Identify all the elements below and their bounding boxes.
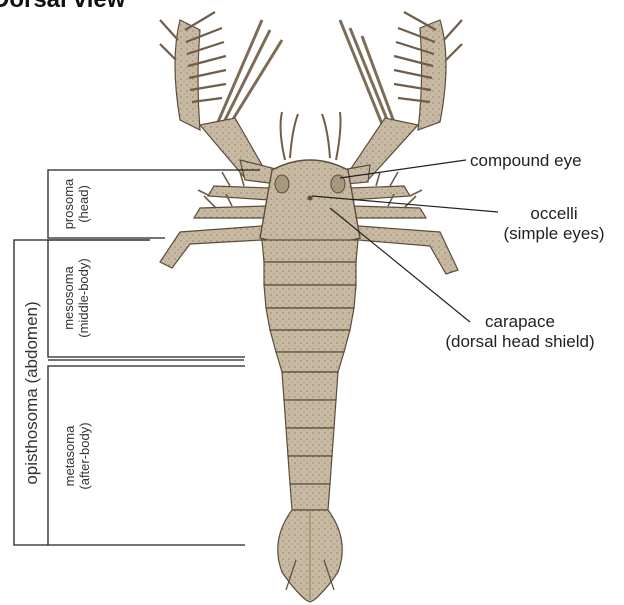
label-occelli-line2: (simple eyes) <box>490 224 618 244</box>
region-metasoma-name: metasoma <box>62 398 77 514</box>
region-mesosoma-name: mesosoma <box>61 243 76 353</box>
right-walking-legs <box>350 186 458 274</box>
region-metasoma: metasoma (after-body) <box>62 398 94 514</box>
carapace-shape <box>260 160 360 245</box>
mesosoma-segments <box>262 240 358 372</box>
label-occelli-line1: occelli <box>490 204 618 224</box>
front-chelicerae <box>281 112 341 160</box>
label-occelli: occelli (simple eyes) <box>490 204 618 244</box>
region-brackets <box>14 170 260 545</box>
region-mesosoma-sub: (middle-body) <box>76 243 91 353</box>
region-prosoma: prosoma (head) <box>61 171 93 237</box>
antennae-spines <box>218 20 394 124</box>
region-metasoma-sub: (after-body) <box>77 398 92 514</box>
region-prosoma-name: prosoma <box>61 171 76 237</box>
label-carapace-line1: carapace <box>420 312 620 332</box>
left-walking-legs <box>160 186 270 268</box>
metasoma-segments <box>282 372 338 510</box>
region-opisthosoma: opisthosoma (abdomen) <box>22 278 44 508</box>
label-carapace-line2: (dorsal head shield) <box>420 332 620 352</box>
label-carapace: carapace (dorsal head shield) <box>420 312 620 352</box>
occelli-shape <box>308 196 313 201</box>
left-compound-eye-shape <box>275 175 289 193</box>
region-mesosoma: mesosoma (middle-body) <box>61 243 93 353</box>
left-appendage-arm <box>175 20 285 185</box>
region-prosoma-sub: (head) <box>76 171 91 237</box>
label-compound-eye: compound eye <box>470 151 620 171</box>
